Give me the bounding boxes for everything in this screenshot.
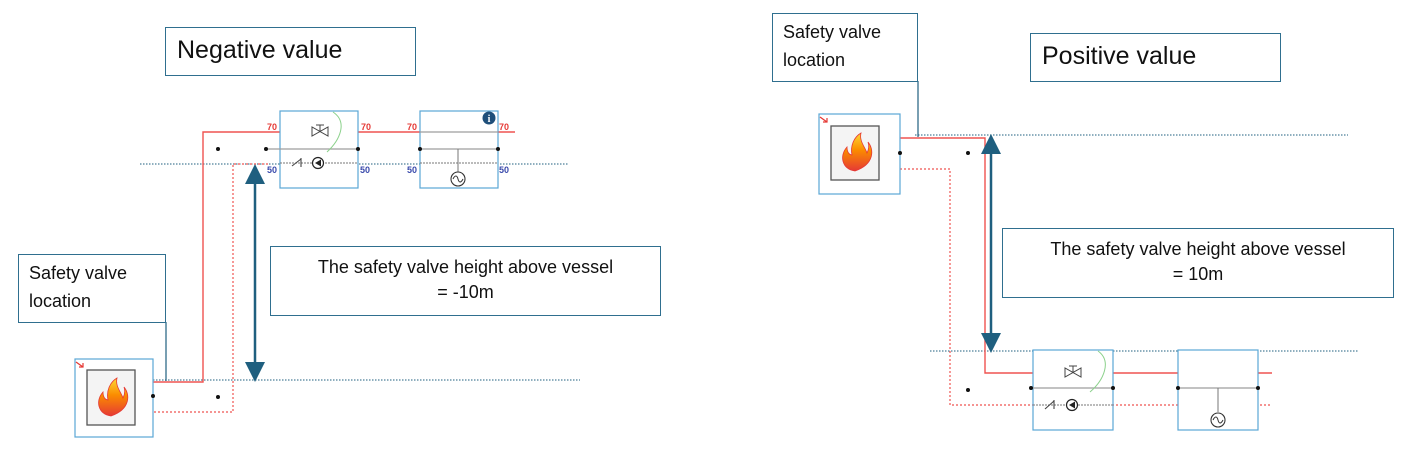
location-label-line2: location	[29, 291, 92, 311]
height-note-line2: = 10m	[1172, 264, 1224, 284]
positive-value-title-text: Positive value	[1042, 42, 1197, 70]
height-note-line2: = -10m	[437, 282, 494, 302]
left-diagram: i 70 70 70 70 50 50 50 50	[74, 110, 580, 438]
return-temp-label: 50	[360, 165, 370, 175]
heat-exchanger-icon	[1210, 412, 1226, 428]
left-height-note: The safety valve height above vessel = -…	[270, 246, 661, 316]
check-valve-icon	[1044, 400, 1055, 410]
boiler-flame-icon	[842, 132, 873, 172]
boiler-flame-icon	[98, 377, 129, 417]
info-icon[interactable]: i	[482, 111, 496, 126]
valve-icon	[1064, 365, 1082, 378]
location-label-line1: Safety valve	[783, 22, 882, 42]
return-temp-label: 50	[267, 165, 277, 175]
supply-temp-label: 70	[267, 122, 277, 132]
height-note-line1: The safety valve height above vessel	[317, 257, 614, 277]
return-pipe	[150, 163, 268, 413]
valve-pump-unit[interactable]	[1032, 349, 1114, 431]
negative-value-title: Negative value	[165, 27, 416, 76]
pump-icon	[311, 156, 325, 170]
supply-temp-label: 70	[361, 122, 371, 132]
right-height-note: The safety valve height above vessel = 1…	[1002, 228, 1394, 298]
supply-pipe	[150, 131, 515, 383]
expansion-marker-icon	[75, 361, 84, 368]
location-label-line1: Safety valve	[29, 263, 128, 283]
return-temp-label: 50	[499, 165, 509, 175]
right-safety-valve-location-label: Safety valve location	[772, 13, 918, 82]
supply-temp-label: 70	[407, 122, 417, 132]
info-icon-glyph: i	[488, 114, 491, 125]
pump-icon	[1065, 398, 1079, 412]
heat-exchanger-icon	[450, 171, 466, 187]
return-pipe	[900, 168, 1272, 406]
return-temp-label: 50	[407, 165, 417, 175]
check-valve-icon	[291, 158, 302, 167]
height-note-line1: The safety valve height above vessel	[1050, 239, 1346, 259]
location-label-line2: location	[783, 50, 846, 70]
positive-value-title: Positive value	[1030, 33, 1281, 82]
supply-temp-label: 70	[499, 122, 509, 132]
right-diagram	[818, 81, 1358, 431]
negative-value-title-text: Negative value	[177, 36, 343, 64]
left-safety-valve-location-label: Safety valve location	[18, 254, 166, 323]
expansion-marker-icon	[819, 116, 828, 123]
valve-icon	[311, 124, 329, 137]
